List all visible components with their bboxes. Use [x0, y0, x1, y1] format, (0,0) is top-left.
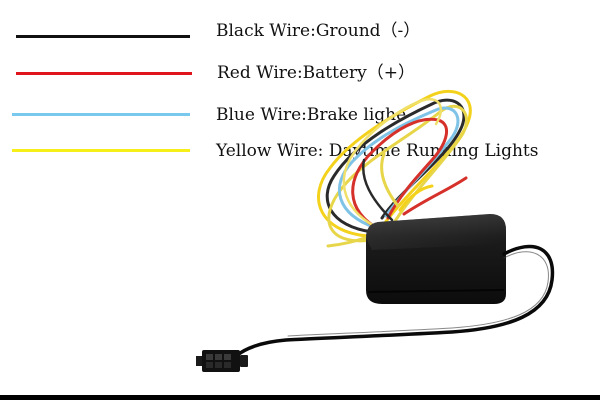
wire-bundle-root: [326, 234, 372, 248]
bottom-border: [0, 395, 600, 400]
legend-item-blue-wire: Blue Wire:Brake lighe: [0, 104, 600, 134]
wire-end-yellow: [398, 184, 434, 212]
legend-item-red-wire: Red Wire:Battery（+）: [0, 62, 600, 92]
legend-item-yellow-wire: Yellow Wire: Daytime Running Lights: [0, 140, 600, 170]
legend-item-black-wire: Black Wire:Ground（-）: [0, 20, 600, 50]
black-wire-swatch: [16, 35, 190, 38]
yellow-wire-swatch: [12, 149, 190, 152]
red-wire-label: Red Wire:Battery（+）: [217, 63, 415, 83]
wire-loop-red: [351, 117, 448, 232]
yellow-wire-label: Yellow Wire: Daytime Running Lights: [216, 141, 539, 161]
blue-wire-label: Blue Wire:Brake lighe: [216, 105, 407, 125]
red-wire-swatch: [16, 72, 192, 75]
control-box: [366, 214, 506, 304]
black-wire-label: Black Wire:Ground（-）: [216, 21, 421, 41]
blue-wire-swatch: [12, 113, 190, 116]
wire-end-red: [402, 176, 468, 216]
output-cable: [234, 244, 555, 358]
connector-plug: [196, 350, 248, 372]
